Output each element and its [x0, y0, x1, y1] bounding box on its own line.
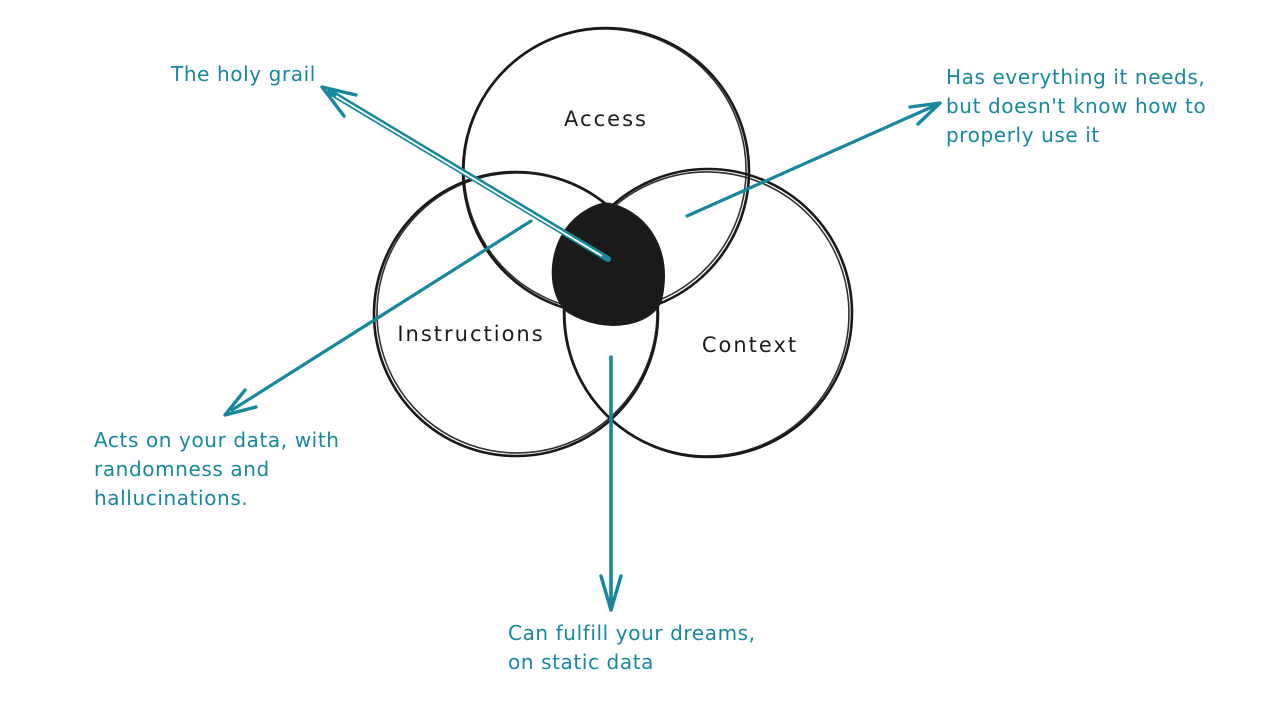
annotation-access-instructions: Acts on your data, with randomness and h… [94, 428, 340, 510]
access-context-arrow [685, 101, 942, 218]
annotation-holy-grail: The holy grail [171, 62, 316, 86]
annotation-instructions-context: Can fulfill your dreams, on static data [508, 621, 756, 674]
circle-label-instructions: Instructions [397, 322, 545, 346]
access-instructions-arrow [223, 219, 533, 417]
circle-label-access: Access [564, 107, 648, 131]
circle-label-context: Context [701, 333, 799, 357]
instructions-context-arrow [599, 355, 623, 612]
center-intersection-blob [551, 202, 665, 326]
holy-grail-arrow [320, 85, 611, 262]
annotation-access-context: Has everything it needs, but doesn't kno… [946, 65, 1207, 147]
